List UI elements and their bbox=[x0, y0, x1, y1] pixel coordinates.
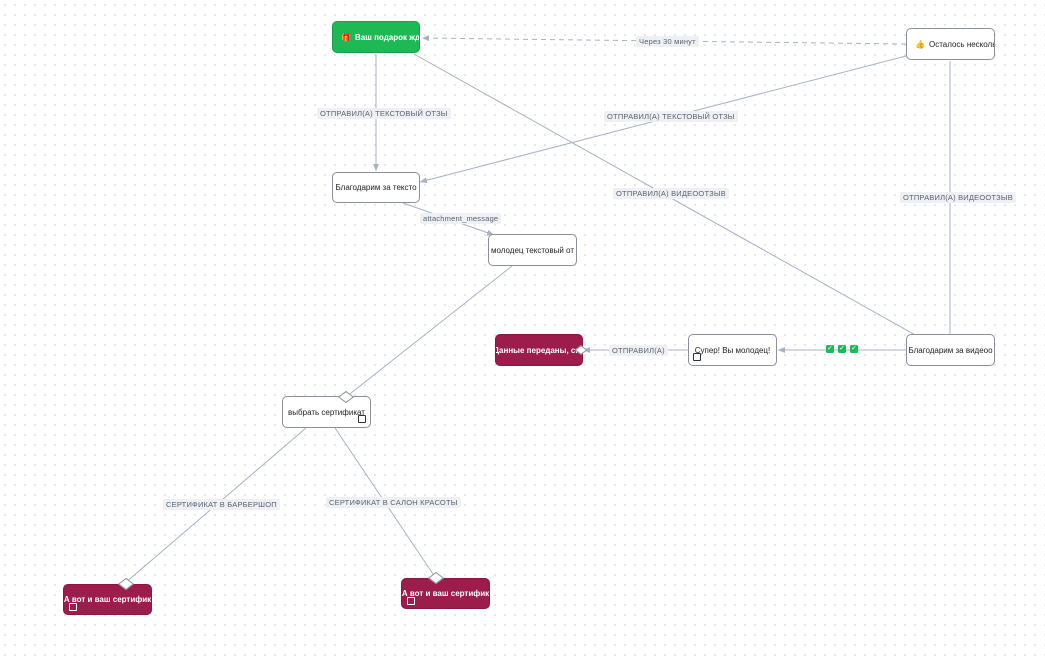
node-remaining[interactable]: 👍 Осталось нескольк bbox=[906, 28, 995, 60]
node-well-done-text-label: молодец текстовый от bbox=[491, 245, 574, 255]
node-super-label: Супер! Вы молодец! bbox=[694, 345, 771, 355]
node-choose-cert-label: выбрать сертификат bbox=[288, 407, 365, 417]
check-icon: ✓ bbox=[838, 345, 846, 353]
node-thanks-text[interactable]: Благодарим за тексто bbox=[332, 172, 420, 203]
node-thanks-video-label: Благодарим за видеоо bbox=[908, 345, 993, 355]
node-data-sent[interactable]: Данные переданы, спа bbox=[495, 334, 583, 366]
check-icon: ✓ bbox=[826, 345, 834, 353]
edge-label-attachment: attachment_message bbox=[420, 213, 502, 224]
gift-icon: 🎁 bbox=[341, 32, 351, 42]
node-gift[interactable]: 🎁 Ваш подарок ждет, bbox=[332, 21, 420, 53]
node-super[interactable]: Супер! Вы молодец! bbox=[688, 334, 777, 366]
edge-label-video-review-2: ОТПРАВИЛ(А) ВИДЕООТЗЫВ bbox=[900, 192, 1016, 203]
edge-label-video-review-1: ОТПРАВИЛ(А) ВИДЕООТЗЫВ bbox=[613, 188, 729, 199]
node-choose-cert[interactable]: выбрать сертификат bbox=[282, 396, 371, 428]
node-thanks-text-label: Благодарим за тексто bbox=[335, 183, 417, 192]
node-gift-label: Ваш подарок ждет, bbox=[354, 32, 420, 42]
image-icon bbox=[407, 597, 415, 605]
external-link-icon bbox=[358, 415, 366, 423]
node-cert-barber[interactable]: А вот и ваш сертифик bbox=[63, 584, 152, 615]
thumbs-up-icon: 👍 bbox=[915, 39, 925, 49]
node-well-done-text[interactable]: молодец текстовый от bbox=[488, 234, 577, 266]
node-cert-salon-label: А вот и ваш сертифик bbox=[401, 589, 490, 598]
edge-well-done-to-choose bbox=[345, 265, 513, 398]
node-cert-salon[interactable]: А вот и ваш сертифик bbox=[401, 578, 490, 609]
edge-label-text-review-1: ОТПРАВИЛ(А) ТЕКСТОВЫЙ ОТЗЫ bbox=[317, 108, 451, 119]
edge-label-after-30: Через 30 минут bbox=[636, 36, 699, 47]
node-data-sent-label: Данные переданы, спа bbox=[495, 345, 583, 355]
node-thanks-video[interactable]: Благодарим за видеоо bbox=[906, 334, 995, 366]
edge-label-barber: СЕРТИФИКАТ В БАРБЕРШОП bbox=[163, 499, 280, 510]
node-cert-barber-label: А вот и ваш сертифик bbox=[63, 595, 152, 604]
edge-label-text-review-2: ОТПРАВИЛ(А) ТЕКСТОВЫЙ ОТЗЫ bbox=[604, 111, 738, 122]
edge-label-sent: ОТПРАВИЛ(А) bbox=[609, 345, 668, 356]
image-icon bbox=[693, 353, 701, 361]
image-icon bbox=[69, 603, 77, 611]
check-icon: ✓ bbox=[850, 345, 858, 353]
edge-label-salon: СЕРТИФИКАТ В САЛОН КРАСОТЫ bbox=[326, 497, 461, 508]
node-remaining-label: Осталось нескольк bbox=[928, 39, 995, 49]
